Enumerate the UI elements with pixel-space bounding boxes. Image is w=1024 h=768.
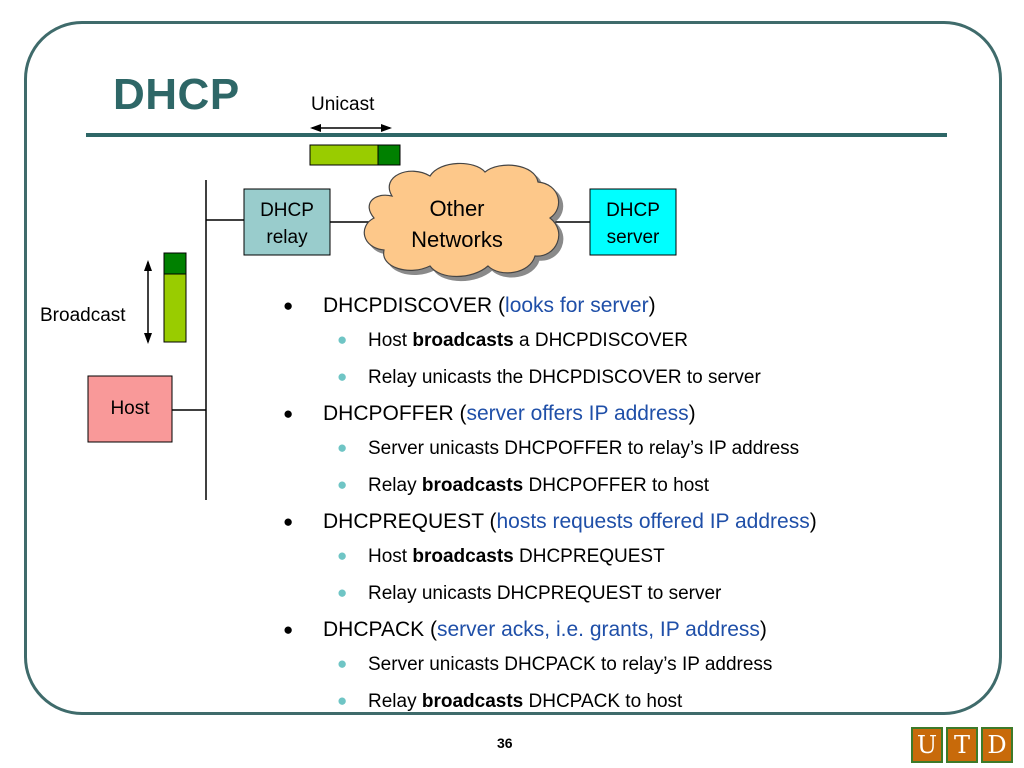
title-rule: [86, 133, 947, 137]
host-label-text: Host: [110, 398, 150, 419]
sub-bullet-dot: ●: [337, 438, 348, 457]
sub-bullet-dot: ●: [337, 475, 348, 494]
bullet-highlight: looks for server: [505, 294, 649, 317]
utd-logo: U T D: [911, 727, 1013, 763]
sub-bullet: ● Relay broadcasts DHCPOFFER to host: [283, 473, 1003, 504]
bullet-dot: ●: [283, 620, 294, 639]
unicast-packet-light: [309, 144, 379, 166]
sub-bullet: ● Relay unicasts the DHCPDISCOVER to ser…: [283, 365, 1003, 396]
sub-bullet-dot: ●: [337, 546, 348, 565]
cloud-icon: [363, 162, 560, 277]
logo-letter-u: U: [911, 727, 943, 763]
server-label-line1: DHCP: [606, 200, 660, 221]
logo-letter-d: D: [981, 727, 1013, 763]
unicast-arrow-head-right: [381, 124, 392, 132]
broadcast-label: Broadcast: [40, 305, 126, 326]
sub-bullet-dot: ●: [337, 691, 348, 710]
slide-frame: [24, 21, 1002, 715]
sub-bullet-dot: ●: [337, 367, 348, 386]
sub-bullet: ● Host broadcasts a DHCPDISCOVER: [283, 328, 1003, 359]
sub-bullet: ● Relay broadcasts DHCPACK to host: [283, 689, 1003, 720]
sub-bullet: ● Relay unicasts DHCPREQUEST to server: [283, 581, 1003, 612]
sub-bullet: ● Server unicasts DHCPACK to relay’s IP …: [283, 652, 1003, 683]
bullet-dot: ●: [283, 512, 294, 531]
relay-label-line2: relay: [266, 227, 308, 248]
slide-title: DHCP: [113, 70, 240, 119]
server-label-line2: server: [606, 227, 660, 248]
page-number: 36: [497, 735, 513, 751]
bullet-highlight: hosts requests offered IP address: [496, 510, 810, 533]
broadcast-packet-light: [163, 273, 187, 343]
bullet-highlight: server acks, i.e. grants, IP address: [436, 618, 760, 641]
server-label: DHCP server: [590, 197, 676, 251]
unicast-packet-dark: [377, 144, 401, 166]
bullet-dhcpack: ● DHCPACK (server acks, i.e. grants, IP …: [283, 616, 1003, 646]
sub-bullet: ● Host broadcasts DHCPREQUEST: [283, 544, 1003, 575]
sub-bullet-dot: ●: [337, 330, 348, 349]
bullet-dot: ●: [283, 296, 294, 315]
server-box: [589, 188, 677, 256]
cloud-label-line1: Other: [429, 196, 485, 221]
relay-label-line1: DHCP: [260, 200, 314, 221]
relay-box: [243, 188, 331, 256]
sub-bullet: ● Server unicasts DHCPOFFER to relay’s I…: [283, 436, 1003, 467]
cloud-label: Other Networks: [392, 193, 522, 255]
bullet-dhcprequest: ● DHCPREQUEST (hosts requests offered IP…: [283, 508, 1003, 538]
cloud-label-line2: Networks: [411, 227, 503, 252]
sub-bullet-dot: ●: [337, 654, 348, 673]
message-list: ● DHCPDISCOVER (looks for server) ● Host…: [283, 288, 1003, 720]
sub-bullet-dot: ●: [337, 583, 348, 602]
broadcast-arrow-head-bottom: [144, 333, 152, 344]
bullet-dhcpoffer: ● DHCPOFFER (server offers IP address): [283, 400, 1003, 430]
broadcast-packet-dark: [163, 252, 187, 275]
bullet-highlight: server offers IP address: [466, 402, 689, 425]
unicast-arrow-head-left: [310, 124, 321, 132]
host-box: [87, 375, 173, 443]
logo-letter-t: T: [946, 727, 978, 763]
bullet-dhcpdiscover: ● DHCPDISCOVER (looks for server): [283, 292, 1003, 322]
relay-label: DHCP relay: [244, 197, 330, 251]
bullet-dot: ●: [283, 404, 294, 423]
host-label: Host: [88, 395, 172, 422]
unicast-label: Unicast: [311, 94, 375, 115]
broadcast-arrow-head-top: [144, 260, 152, 271]
